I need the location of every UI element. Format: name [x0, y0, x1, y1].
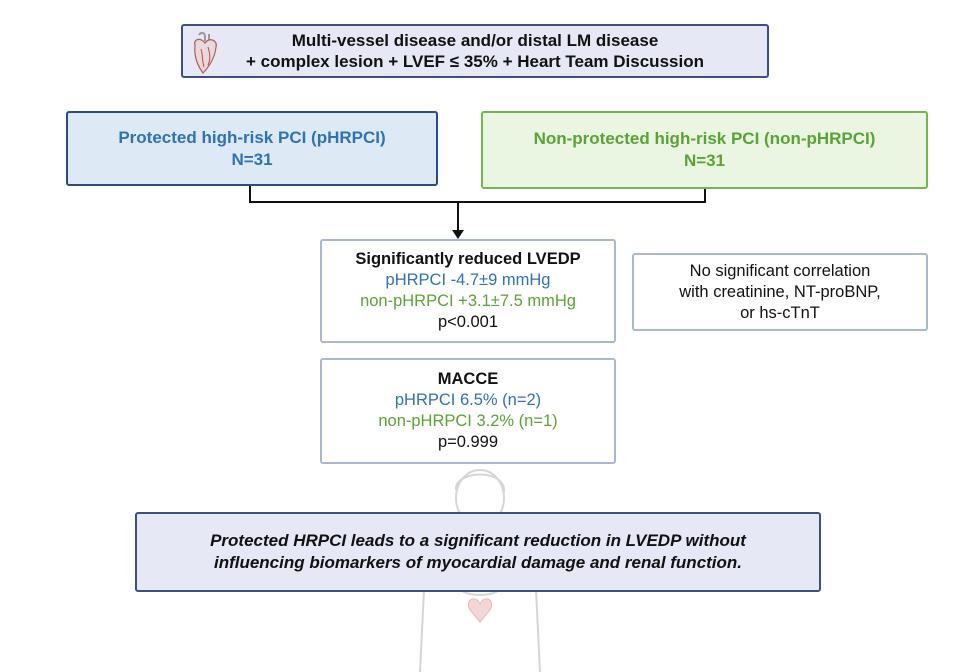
nonprotected-group-n: N=31 [683, 151, 726, 170]
criteria-line-1: Multi-vessel disease and/or distal LM di… [291, 31, 659, 50]
arrow-head [452, 230, 464, 239]
nonprotected-group-name: Non-protected high-risk PCI (non-pHRPCI) [533, 129, 876, 148]
macce-p-value: p=0.999 [437, 433, 499, 451]
protected-group-box: Protected high-risk PCI (pHRPCI) N=31 [66, 111, 438, 186]
correlation-box: No significant correlation with creatini… [632, 253, 928, 331]
lvedp-result-box: Significantly reduced LVEDP pHRPCI -4.7±… [320, 239, 616, 343]
lvedp-title: Significantly reduced LVEDP [355, 250, 581, 268]
bracket-line [249, 186, 706, 203]
macce-result-box: MACCE pHRPCI 6.5% (n=2) non-pHRPCI 3.2% … [320, 358, 616, 464]
inclusion-criteria-box: Multi-vessel disease and/or distal LM di… [181, 24, 769, 78]
correlation-line-1: No significant correlation [689, 261, 871, 280]
protected-group-n: N=31 [231, 149, 273, 169]
lvedp-p-value: p<0.001 [437, 313, 499, 331]
conclusion-box: Protected HRPCI leads to a significant r… [135, 512, 821, 592]
nonprotected-group-box: Non-protected high-risk PCI (non-pHRPCI)… [481, 111, 928, 189]
correlation-line-3: or hs-cTnT [740, 303, 820, 322]
conclusion-line-1: Protected HRPCI leads to a significant r… [210, 531, 746, 550]
conclusion-line-2: influencing biomarkers of myocardial dam… [213, 553, 743, 572]
criteria-line-2: + complex lesion + LVEF ≤ 35% + Heart Te… [246, 52, 704, 71]
lvedp-nonprotected: non-pHRPCI +3.1±7.5 mmHg [360, 292, 576, 310]
heart-icon [194, 31, 217, 74]
macce-nonprotected: non-pHRPCI 3.2% (n=1) [378, 412, 558, 430]
lvedp-protected: pHRPCI -4.7±9 mmHg [385, 271, 551, 289]
macce-protected: pHRPCI 6.5% (n=2) [394, 391, 542, 409]
protected-group-name: Protected high-risk PCI (pHRPCI) [118, 127, 386, 147]
correlation-line-2: with creatinine, NT-proBNP, [679, 282, 881, 301]
macce-title: MACCE [437, 370, 499, 388]
